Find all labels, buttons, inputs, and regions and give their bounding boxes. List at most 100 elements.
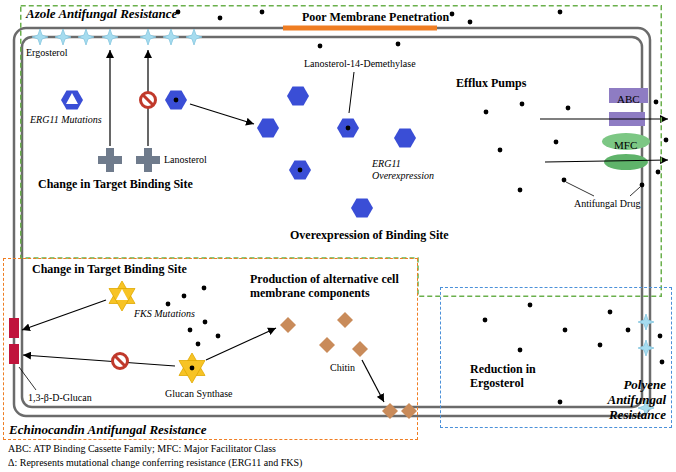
chitin-symbol — [280, 317, 296, 333]
antifungal-drug-dots — [346, 126, 351, 131]
mechanism-heading: Overexpression of Binding Site — [290, 228, 449, 242]
antifungal-drug-dots — [626, 328, 631, 333]
mutation-triangle — [66, 93, 78, 104]
antifungal-drug-dots — [450, 12, 455, 17]
antifungal-drug-dots — [658, 334, 663, 339]
ergosterol-row — [32, 29, 202, 45]
ergosterol-symbol — [163, 29, 179, 45]
chitin-symbol — [382, 403, 398, 419]
antifungal-drug-dots — [202, 286, 207, 291]
part-label: ERG11 Mutations — [30, 114, 102, 126]
mutant-glucan-synthase — [109, 281, 135, 311]
antifungal-drug-dots — [598, 343, 603, 348]
part-label: Lanosterol-14-Demethylase — [304, 58, 416, 70]
azole-region: Azole Antifungal ResistanceABCMFC — [20, 5, 662, 297]
enzyme-symbol — [257, 119, 279, 138]
antifungal-drug-dots — [468, 20, 473, 25]
antifungal-drug-dots — [608, 310, 613, 315]
mechanism-heading: Change in Target Binding Site — [32, 262, 187, 276]
efflux-arrow — [545, 160, 668, 162]
overexpression-arrow — [190, 104, 254, 124]
ergosterol-symbol — [55, 29, 71, 45]
glucan-synthase-symbol — [179, 353, 205, 383]
part-label: ERG11 Overexpression — [372, 158, 444, 182]
antifungal-drug-dots — [203, 320, 208, 325]
part-label: Lanosterol — [164, 154, 207, 166]
leader-line — [19, 367, 36, 390]
antifungal-drug-dots — [558, 400, 563, 405]
polyene-region: Polyene Antifungal Resistance — [440, 287, 672, 428]
inhibition-sign — [141, 93, 156, 108]
region-outline — [21, 6, 662, 297]
enzyme-symbol — [394, 129, 416, 148]
abc-pump: ABC — [609, 88, 648, 103]
penetration-barrier — [283, 26, 437, 31]
antifungal-drug-dots — [654, 100, 659, 105]
leader-line — [349, 72, 354, 113]
antifungal-drug-dots — [640, 183, 645, 188]
chitin-symbol — [319, 337, 335, 353]
pump-label: ABC — [617, 93, 640, 106]
enzyme-symbol — [165, 91, 187, 110]
mutation-triangle — [116, 289, 128, 300]
mechanism-heading: Efflux Pumps — [456, 76, 526, 90]
enzyme-symbol — [337, 119, 359, 138]
mechanism-heading: Reduction in Ergosterol — [470, 362, 552, 391]
chitin-cluster — [280, 312, 368, 357]
antifungal-drug-dots — [563, 328, 568, 333]
footnote: ABC: ATP Binding Cassette Family; MFC: M… — [8, 443, 276, 455]
antifungal-drug-dots — [174, 98, 179, 103]
leader-line — [630, 187, 640, 196]
mfc-pump: MFC — [602, 133, 650, 150]
part-label: FKS Mutations — [134, 308, 195, 320]
mfc-pump-lower — [604, 154, 648, 170]
lanosterol-symbol — [98, 148, 122, 172]
antifungal-drug-dots — [660, 360, 665, 365]
part-label: Ergosterol — [26, 47, 67, 59]
part-label: Antifungal Drug — [574, 198, 640, 210]
enzyme-symbol — [287, 87, 309, 106]
antifungal-drug-dots — [518, 188, 523, 193]
cell-wall — [14, 28, 650, 416]
antifungal-drug-dots — [190, 366, 195, 371]
ergosterol-symbol — [186, 29, 202, 45]
cell-membrane — [22, 37, 642, 407]
lanosterol-symbol — [136, 148, 160, 172]
process-label: Poor Membrane Penetration — [302, 10, 449, 24]
region-title: Echinocandin Antifungal Resistance — [9, 423, 206, 438]
chitin-arrow — [206, 328, 276, 360]
ergosterol-symbol — [638, 340, 654, 356]
antifungal-drug-dots — [520, 102, 525, 107]
antifungal-drug-dots — [166, 10, 669, 405]
glucan-symbol — [9, 344, 19, 364]
chitin-arrow — [362, 360, 384, 402]
antifungal-drug-dots — [528, 303, 533, 308]
ergosterol-symbol — [140, 29, 156, 45]
region-title: Polyene Antifungal Resistance — [582, 378, 666, 423]
pump-label: MFC — [614, 139, 637, 152]
ergosterol-symbol — [102, 29, 118, 45]
antifungal-drug-dots — [562, 178, 567, 183]
glucan-symbol — [9, 318, 19, 338]
antifungal-drug-dots — [558, 10, 563, 15]
leader-line — [566, 182, 594, 196]
antifungal-drug-dots — [318, 44, 323, 49]
antifungal-drug-dots — [182, 294, 187, 299]
antifungal-drug-dots — [396, 42, 401, 47]
synthesis-arrow — [23, 355, 175, 366]
antifungal-drug-dots — [166, 302, 171, 307]
mechanism-heading: Change in Target Binding Site — [38, 177, 193, 191]
antifungal-drug-dots — [483, 318, 488, 323]
antifungal-drug-dots — [484, 110, 489, 115]
part-label: 1,3-β-D-Glucan — [28, 392, 92, 404]
ergosterol-symbol — [638, 314, 654, 330]
antifungal-drug-dots — [566, 106, 571, 111]
antifungal-drug-dots — [218, 16, 223, 21]
efflux-arrow — [540, 118, 668, 119]
conversion-arrow — [109, 50, 110, 146]
antifungal-drug-dots — [656, 170, 661, 175]
ergosterol-symbol — [32, 29, 48, 45]
antifungal-drug-dots — [188, 328, 193, 333]
ergosterol-symbol — [78, 29, 94, 45]
enzyme-cluster — [257, 87, 416, 218]
